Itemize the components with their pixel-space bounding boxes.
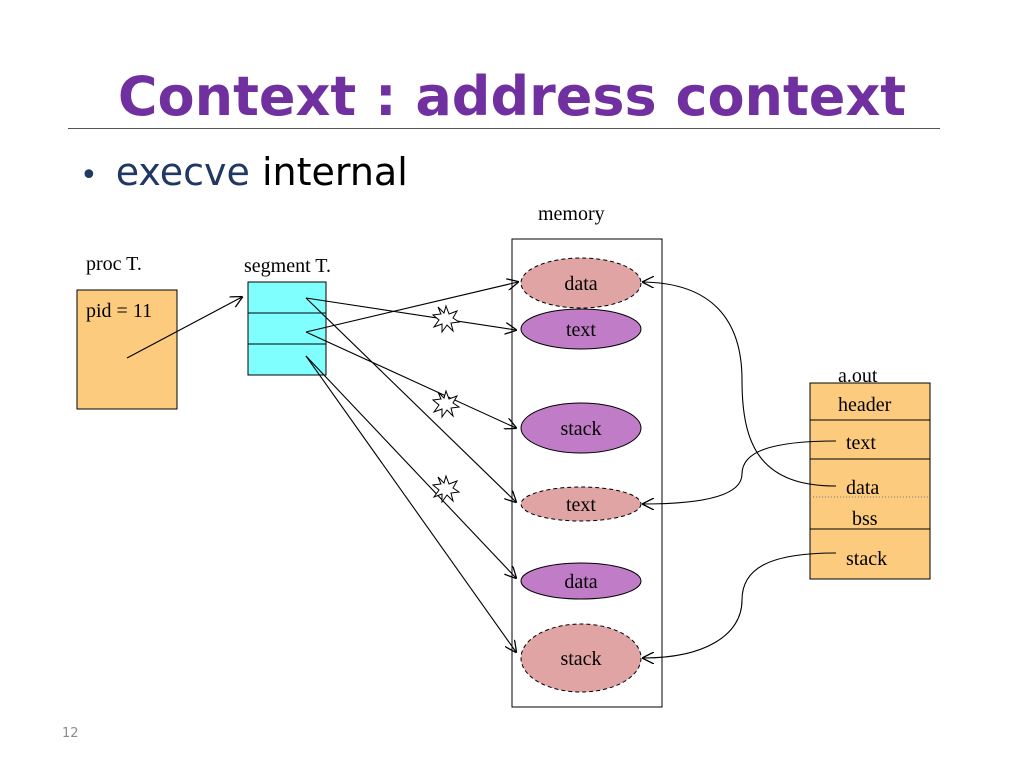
bullet-dot-icon: • — [80, 158, 98, 193]
segment-pointer-arrow — [305, 282, 518, 333]
segment-table — [247, 281, 327, 376]
memory-region-shape — [520, 623, 642, 693]
memory-region-text-released: text — [520, 308, 642, 350]
memory-region-text-new: text — [520, 486, 642, 522]
memory-region-label: stack — [560, 648, 601, 670]
bullet-command: execve — [115, 150, 250, 194]
segment-pointer-arrow — [305, 355, 516, 652]
memory-region-shape — [520, 257, 642, 309]
slide-title: Context : address context — [117, 65, 907, 128]
aout-section-label: data — [846, 477, 879, 499]
memory-region-label: data — [564, 273, 597, 295]
segment-table-label: segment T. — [244, 255, 331, 277]
memory-region-label: data — [564, 571, 597, 593]
proc-table — [76, 289, 178, 410]
load-curve-stack-arrow — [643, 552, 837, 658]
break-mark-icon — [431, 474, 461, 504]
aout-section-label: header — [838, 394, 892, 416]
bullet-item: • execve internal — [80, 148, 408, 200]
aout-section-label: stack — [846, 548, 887, 570]
break-mark-icon — [431, 389, 461, 419]
aout-label: a.out — [838, 365, 878, 387]
memory-region-label: text — [566, 319, 596, 341]
segment-table-row — [247, 281, 327, 314]
memory-region-data-old: data — [520, 257, 642, 309]
memory-region-label: stack — [560, 418, 601, 440]
bullet-text: internal — [261, 150, 408, 194]
load-curves — [643, 282, 837, 658]
segment-pointers — [305, 282, 518, 652]
aout-file: header text data bss stack — [809, 382, 931, 580]
proc-table-entry: pid = 11 — [86, 300, 152, 322]
aout-section-label: text — [846, 432, 876, 454]
aout-section-label: bss — [852, 508, 878, 530]
segment-pointer-arrow — [305, 297, 516, 330]
memory-region-label: text — [566, 494, 596, 516]
proc-to-segment-arrow — [126, 297, 242, 359]
load-curve-text-arrow — [643, 440, 837, 504]
memory-region-stack-released: stack — [520, 402, 642, 454]
segment-table-row — [247, 312, 327, 345]
segment-pointer-arrow — [305, 297, 516, 502]
memory-region-shape — [520, 486, 642, 522]
memory-region-shape — [520, 308, 642, 350]
segment-table-row — [247, 343, 327, 376]
memory-region-shape — [520, 562, 642, 600]
memory-region-shape — [520, 402, 642, 454]
proc-table-label: proc T. — [86, 253, 142, 275]
page-number: 12 — [62, 726, 79, 741]
break-marks — [431, 304, 461, 504]
segment-pointer-arrow — [305, 331, 516, 428]
memory-region-stack-new: stack — [520, 623, 642, 693]
load-curve-data-arrow — [643, 282, 837, 487]
segment-pointer-arrow — [305, 355, 516, 578]
break-mark-icon — [431, 304, 461, 334]
memory-label: memory — [538, 203, 605, 225]
title-divider — [68, 128, 940, 129]
memory-region-data-released: data — [520, 562, 642, 600]
aout-file-box — [809, 382, 931, 580]
